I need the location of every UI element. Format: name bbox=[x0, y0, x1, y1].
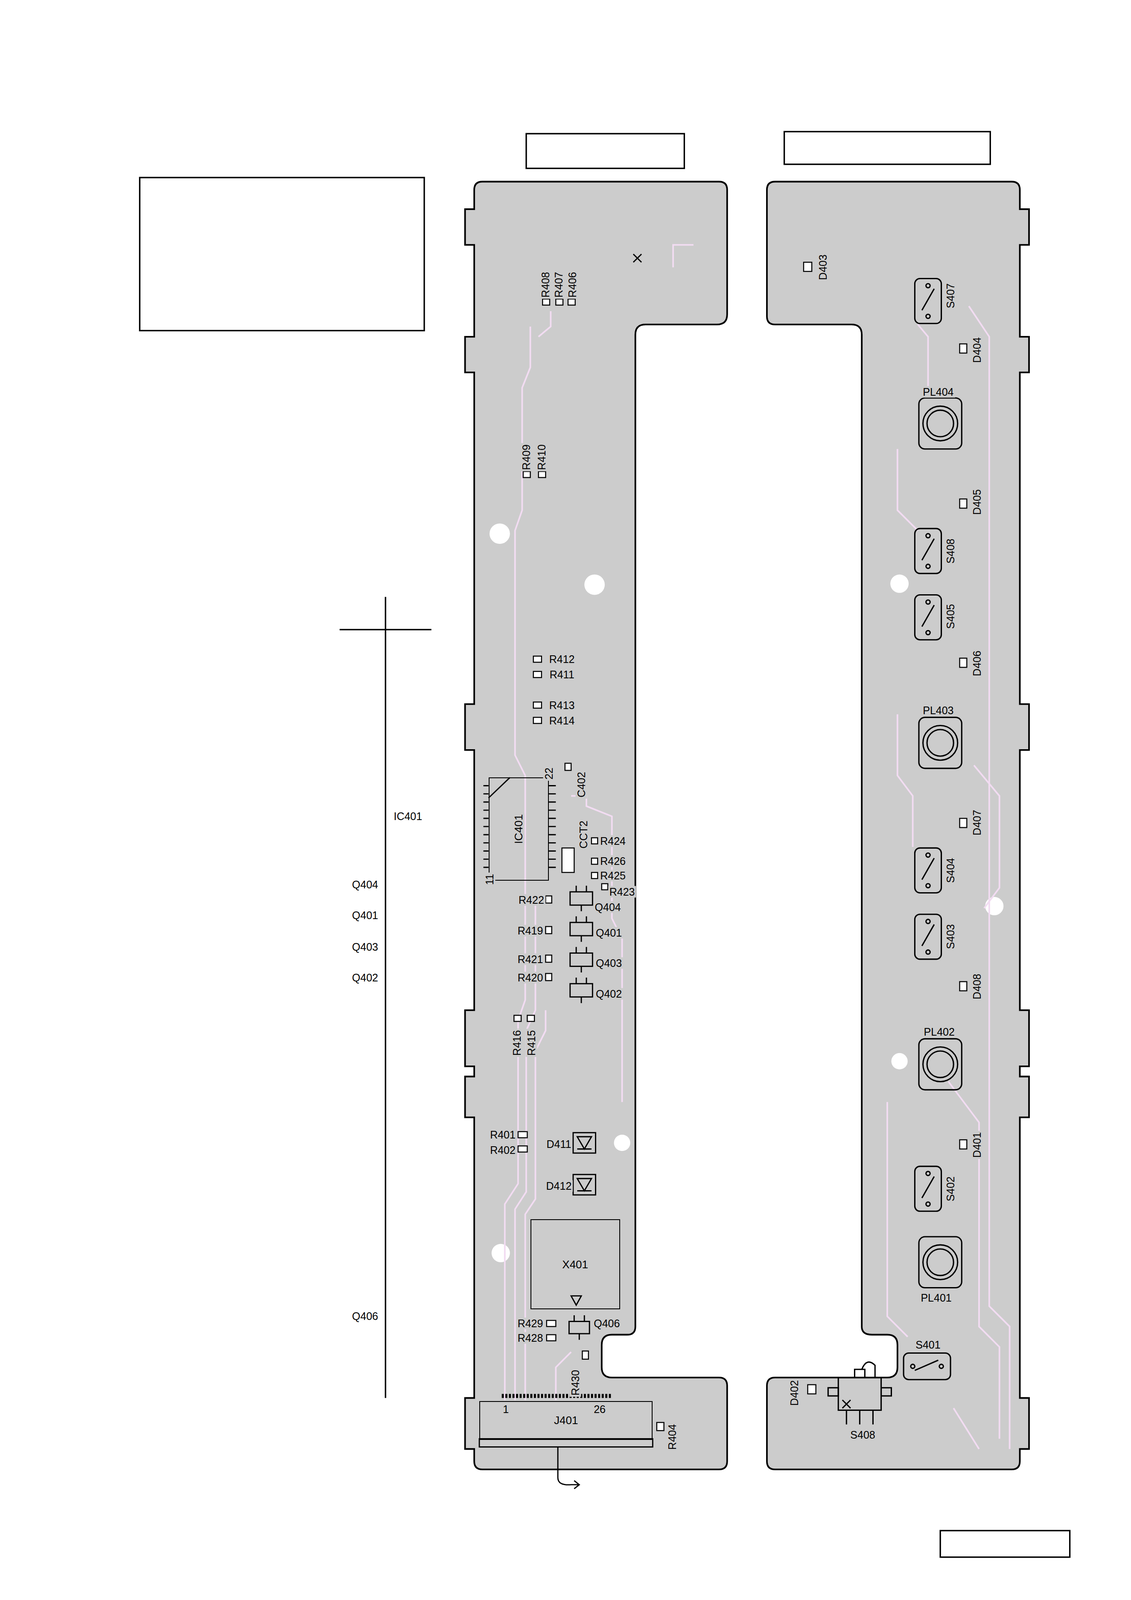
part-label: R423 bbox=[608, 886, 637, 898]
part-label: R426 bbox=[598, 855, 627, 867]
part-label: PL403 bbox=[921, 704, 955, 716]
part-label: R421 bbox=[516, 953, 545, 965]
callout-label: Q406 bbox=[350, 1310, 380, 1322]
part-label: R402 bbox=[488, 1143, 517, 1156]
part-label: D404 bbox=[971, 335, 983, 365]
blank-box bbox=[139, 177, 425, 331]
part-label: R401 bbox=[488, 1128, 517, 1141]
switches bbox=[827, 278, 962, 1425]
part-label: R416 bbox=[511, 1028, 523, 1057]
part-label: R419 bbox=[516, 924, 545, 936]
part-label: 22 bbox=[542, 766, 555, 781]
callout-label: Q401 bbox=[350, 909, 380, 922]
part-label: Q406 bbox=[592, 1317, 621, 1330]
part-label: D405 bbox=[971, 487, 983, 516]
part-outline: IC401 bbox=[488, 777, 549, 881]
part-label: R404 bbox=[666, 1422, 678, 1451]
part-label: R424 bbox=[598, 834, 627, 847]
part-label: Q402 bbox=[594, 988, 624, 1000]
part-label: Q404 bbox=[593, 900, 623, 913]
part-label: Q403 bbox=[594, 957, 624, 969]
callout-label: Q403 bbox=[350, 941, 380, 953]
part-label: S402 bbox=[944, 1174, 957, 1203]
part-label: CCT2 bbox=[577, 819, 589, 850]
part-label: S407 bbox=[944, 282, 957, 310]
part-label: 1 bbox=[501, 1403, 511, 1415]
part-label: PL404 bbox=[921, 385, 955, 398]
part-label: S403 bbox=[944, 922, 957, 951]
part-label: S408 bbox=[944, 537, 957, 565]
part-label: C402 bbox=[575, 770, 588, 799]
blank-box bbox=[784, 131, 991, 164]
part-label: S408 bbox=[848, 1428, 877, 1440]
part-label: D402 bbox=[788, 1378, 801, 1407]
part-label: R420 bbox=[516, 971, 545, 983]
cut-line bbox=[339, 628, 432, 630]
callout-label: Q402 bbox=[350, 971, 380, 983]
part-label: R407 bbox=[553, 270, 565, 299]
part-label: D406 bbox=[971, 649, 983, 678]
part-label: Q401 bbox=[594, 926, 624, 939]
part-label: R415 bbox=[525, 1028, 537, 1057]
part-label: R409 bbox=[520, 443, 533, 472]
part-label: 26 bbox=[592, 1403, 607, 1415]
part-label: R410 bbox=[535, 443, 548, 472]
part-label: R428 bbox=[516, 1331, 545, 1344]
part-label: PL402 bbox=[922, 1025, 957, 1038]
part-label: S404 bbox=[944, 856, 957, 884]
part-label: S401 bbox=[914, 1338, 942, 1351]
part-outline: X401 bbox=[530, 1218, 621, 1309]
part-label: R412 bbox=[548, 653, 577, 665]
blank-box bbox=[940, 1530, 1070, 1557]
part-label: R425 bbox=[598, 869, 627, 881]
part-label: PL401 bbox=[919, 1291, 953, 1304]
part-label: R430 bbox=[569, 1368, 581, 1397]
part-label: R422 bbox=[517, 894, 546, 906]
pads bbox=[513, 262, 967, 1431]
part-label: 11 bbox=[483, 872, 496, 887]
part-label: R411 bbox=[548, 668, 576, 680]
cut-line bbox=[384, 596, 387, 1398]
part-label: S405 bbox=[944, 602, 957, 630]
part-label: D401 bbox=[971, 1130, 983, 1159]
part-label: R406 bbox=[566, 270, 578, 299]
part-label: D407 bbox=[971, 808, 983, 837]
part-label: D412 bbox=[545, 1179, 574, 1192]
callout-label: IC401 bbox=[392, 810, 424, 823]
part-label: R429 bbox=[516, 1317, 545, 1330]
part-label: D411 bbox=[545, 1137, 573, 1150]
blank-box bbox=[526, 133, 685, 169]
part-name: J401 bbox=[552, 1413, 580, 1426]
part-label: D408 bbox=[971, 972, 983, 1001]
parts bbox=[479, 253, 851, 1489]
trace bbox=[504, 244, 1010, 1449]
part-label: R414 bbox=[548, 714, 577, 726]
part-label: R408 bbox=[539, 270, 552, 299]
part-name: IC401 bbox=[512, 812, 525, 845]
board-outline bbox=[766, 181, 1029, 1470]
part-name: X401 bbox=[560, 1258, 590, 1271]
callout-label: Q404 bbox=[350, 878, 380, 891]
part-label: R413 bbox=[548, 699, 577, 711]
part-label: D403 bbox=[817, 253, 829, 282]
board-outline bbox=[465, 181, 728, 1470]
